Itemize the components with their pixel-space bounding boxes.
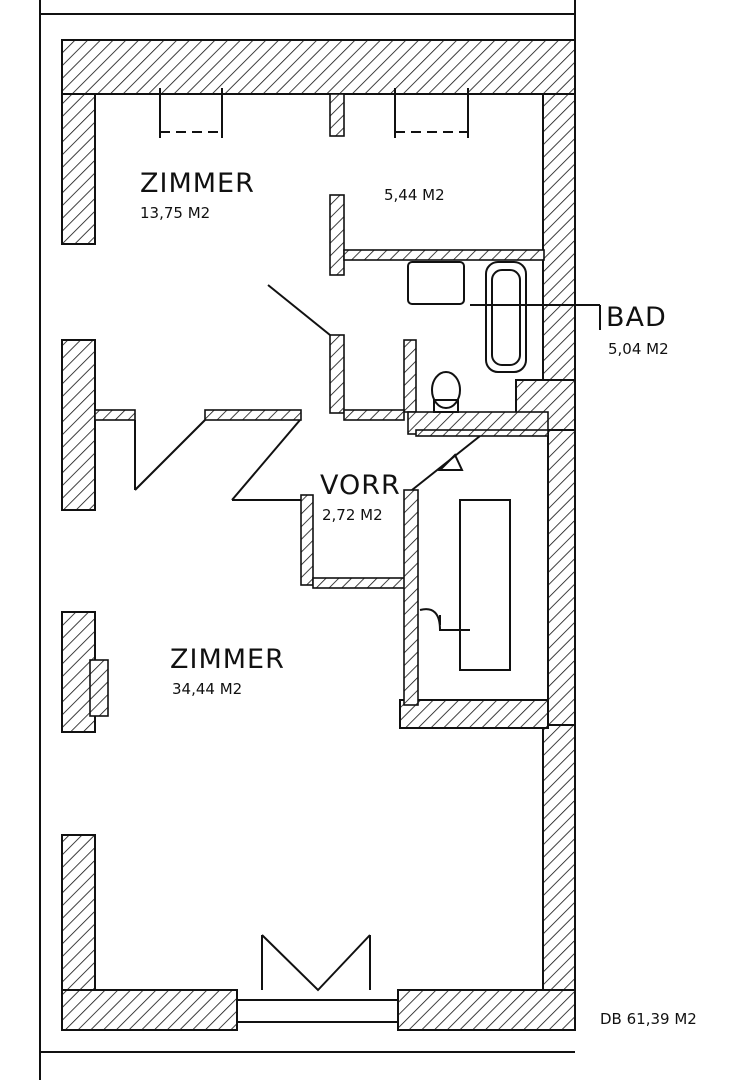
closet (419, 499, 511, 671)
bath-fixtures (407, 261, 601, 413)
interior-walls (89, 93, 549, 717)
zimmer-top-name: ZIMMER (140, 168, 255, 199)
zimmer-top-area: 13,75 M2 (140, 204, 210, 222)
bad-area: 5,04 M2 (608, 340, 669, 358)
zimmer-main-area: 34,44 M2 (172, 680, 242, 698)
zimmer-main-name: ZIMMER (170, 644, 285, 675)
vorr-name: VORR (320, 470, 401, 501)
small-room-area: 5,44 M2 (384, 186, 445, 204)
windows (159, 88, 469, 1023)
room-labels: ZIMMER 13,75 M2 5,44 M2 BAD 5,04 M2 VORR… (140, 168, 697, 1028)
bathtub-icon (485, 261, 527, 373)
sink-icon (407, 261, 465, 305)
vorr-area: 2,72 M2 (322, 506, 383, 524)
exterior-walls (61, 39, 576, 1031)
reference-lines (39, 0, 576, 1080)
toilet-icon (431, 371, 461, 409)
total-area: DB 61,39 M2 (600, 1010, 697, 1028)
door-swings (134, 284, 481, 501)
bad-name: BAD (606, 302, 667, 333)
